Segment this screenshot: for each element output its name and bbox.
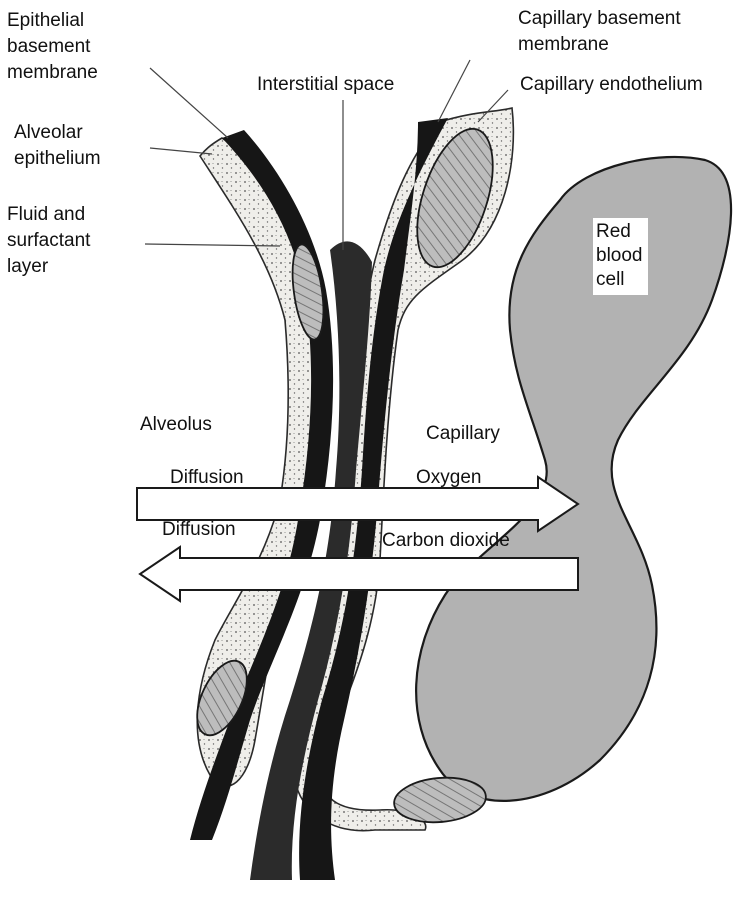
label-diffusion-carbon-dioxide: Diffusion [162, 517, 236, 543]
label-capillary: Capillary [426, 421, 500, 447]
leader-alveolar-epithelium [150, 148, 212, 154]
label-capillary-basement-membrane: Capillary basement membrane [518, 6, 681, 58]
leader-epithelial-basement-membrane [150, 68, 228, 138]
label-fluid-surfactant-layer: Fluid and surfactant layer [7, 202, 90, 280]
label-epithelial-basement-membrane: Epithelial basement membrane [7, 8, 98, 86]
label-interstitial-space: Interstitial space [257, 72, 394, 98]
label-diffusion-oxygen: Diffusion [170, 465, 244, 491]
label-carbon-dioxide: Carbon dioxide [382, 528, 510, 554]
leader-capillary-basement-membrane [438, 60, 470, 122]
label-capillary-endothelium: Capillary endothelium [520, 72, 703, 98]
label-red-blood-cell: Red blood cell [593, 218, 648, 295]
label-alveolar-epithelium: Alveolar epithelium [14, 120, 101, 172]
label-oxygen: Oxygen [416, 465, 481, 491]
label-alveolus: Alveolus [140, 412, 212, 438]
capillary-nucleus-bottom [392, 774, 487, 826]
